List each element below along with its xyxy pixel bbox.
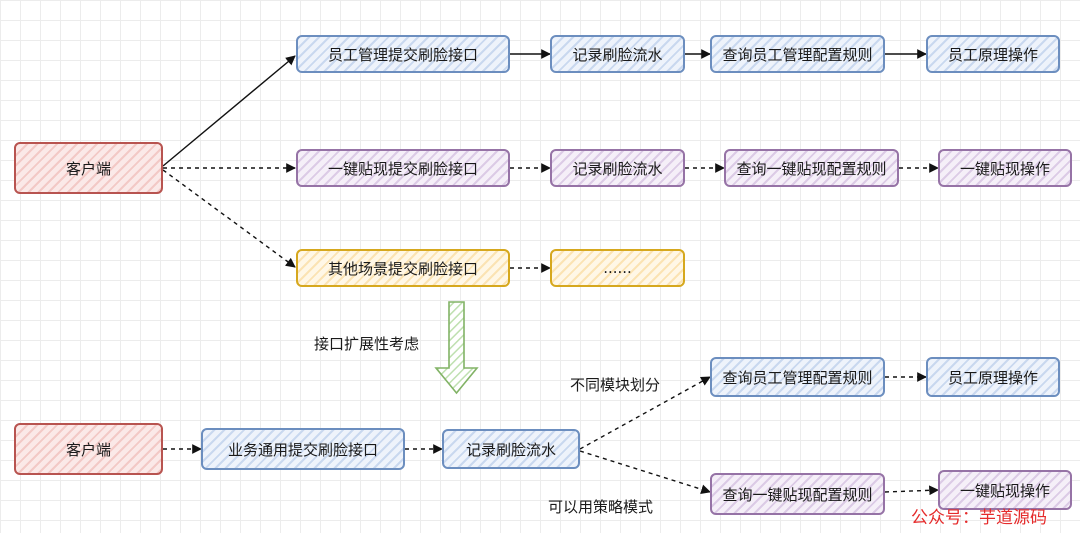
strategy-label: 可以用策略模式 — [548, 498, 654, 516]
more-ellipsis-node: ...... — [550, 249, 685, 287]
client-node: 客户端 — [14, 142, 163, 194]
transition-label: 接口扩展性考虑 — [314, 335, 420, 353]
employee-rule-query: 查询员工管理配置规则 — [710, 35, 885, 73]
generic-submit-api: 业务通用提交刷脸接口 — [201, 428, 405, 470]
onekey-rule-query-bottom: 查询一键贴现配置规则 — [710, 473, 885, 515]
onekey-operation: 一键贴现操作 — [938, 149, 1072, 187]
record-flow-bottom: 记录刷脸流水 — [442, 429, 580, 469]
split-label: 不同模块划分 — [570, 376, 661, 394]
watermark-text: 公众号：芋道源码 — [911, 508, 1047, 528]
arrow-client-to-other-api — [162, 169, 296, 268]
arrow-record-to-employee-rule-b — [579, 376, 711, 450]
employee-rule-query-bottom: 查询员工管理配置规则 — [710, 357, 885, 397]
onekey-rule-query: 查询一键贴现配置规则 — [724, 149, 899, 187]
arrow-client-to-employee-api — [162, 55, 296, 167]
expand-down-arrow — [434, 301, 479, 395]
onekey-operation-bottom: 一键贴现操作 — [938, 470, 1072, 510]
other-submit-api: 其他场景提交刷脸接口 — [296, 249, 510, 287]
employee-submit-api: 员工管理提交刷脸接口 — [296, 35, 510, 73]
client-node-bottom: 客户端 — [14, 423, 163, 475]
record-flow-1: 记录刷脸流水 — [550, 35, 685, 73]
arrow-onekey-rule-to-op-b — [884, 485, 939, 496]
record-flow-2: 记录刷脸流水 — [550, 149, 685, 187]
employee-operation: 员工原理操作 — [926, 35, 1060, 73]
employee-operation-bottom: 员工原理操作 — [926, 357, 1060, 397]
onekey-submit-api: 一键贴现提交刷脸接口 — [296, 149, 510, 187]
arrow-record-to-onekey-rule-b — [579, 450, 711, 495]
